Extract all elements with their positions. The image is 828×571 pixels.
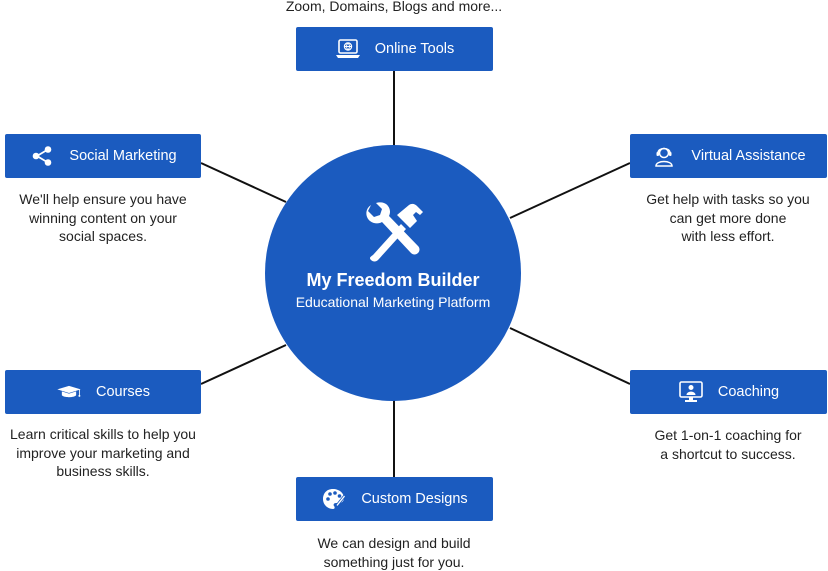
graduation-cap-icon [56,381,82,403]
online-tools-label: Online Tools [374,41,455,57]
courses-button[interactable]: Courses [5,370,201,414]
connector-social-marketing [200,162,287,203]
coaching-label: Coaching [717,384,780,400]
custom-designs-button[interactable]: Custom Designs [296,477,493,521]
hub-circle: My Freedom Builder Educational Marketing… [265,145,521,401]
virtual-assistance-button[interactable]: Virtual Assistance [630,134,827,178]
courses-label: Courses [96,384,150,400]
social-marketing-description: We'll help ensure you have winning conte… [19,191,187,244]
wrench-hammer-icon [363,201,425,263]
headset-agent-icon [651,145,677,167]
social-marketing-button[interactable]: Social Marketing [5,134,201,178]
online-tools-button[interactable]: Online Tools [296,27,493,71]
virtual-assistance-label: Virtual Assistance [691,148,806,164]
connector-coaching [509,327,631,385]
courses-description: Learn critical skills to help you improv… [10,426,196,479]
coaching-description: Get 1-on-1 coaching for a shortcut to su… [654,427,802,462]
custom-designs-label: Custom Designs [361,491,468,507]
custom-designs-description: We can design and build something just f… [317,535,471,570]
virtual-assistance-description: Get help with tasks so you can get more … [646,191,810,244]
online-tools-description: Zoom, Domains, Blogs and more... [285,0,503,14]
share-icon [29,145,55,167]
monitor-presenter-icon [678,381,704,403]
social-marketing-label: Social Marketing [69,148,177,164]
connector-courses [200,344,287,385]
hub-title: My Freedom Builder [306,270,480,290]
laptop-globe-icon [335,38,361,60]
coaching-button[interactable]: Coaching [630,370,827,414]
hub-subtitle: Educational Marketing Platform [295,294,491,310]
palette-icon [321,488,347,510]
connector-virtual-assistance [509,162,631,219]
